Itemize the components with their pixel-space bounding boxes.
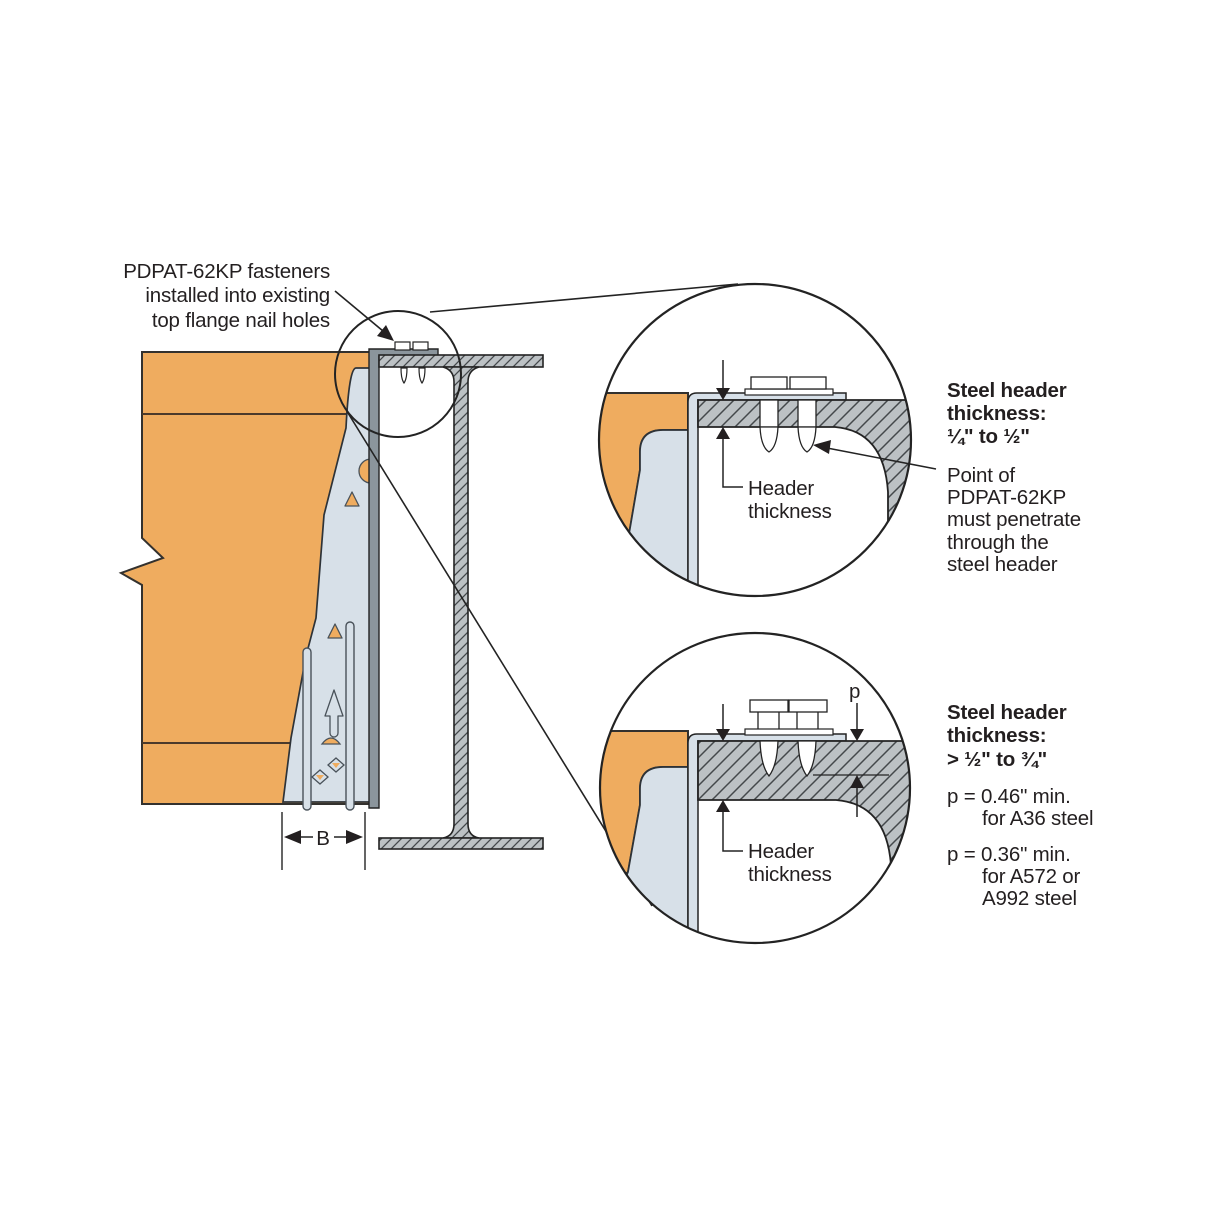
dimension-arrowhead-right (346, 830, 363, 844)
fastener-point (400, 367, 408, 385)
detail-circle-top: Header thickness (597, 282, 937, 598)
detail-fastener-washer (744, 728, 834, 736)
annotation-leader-line (334, 290, 384, 332)
caption-heading: thickness: (947, 402, 1046, 425)
fastener-head (412, 341, 429, 351)
detail-circle-outline (598, 631, 912, 945)
header-thickness-label: Header (748, 840, 814, 863)
detail-circle-bottom: Header thickness p (598, 631, 912, 945)
hanger-arrow-emboss (324, 689, 344, 738)
detail-fastener-shank (796, 710, 819, 731)
hanger-slot-left (302, 647, 312, 811)
caption-note: PDPAT-62KP (947, 486, 1066, 509)
caption-heading: thickness: (947, 724, 1046, 747)
point-leader-arrowhead (813, 440, 831, 454)
detail-fastener-point (797, 426, 817, 453)
detail-circle-outline (597, 282, 913, 598)
dim-leader-l (722, 812, 743, 852)
hanger-nailhead-2-mark (332, 763, 340, 768)
detail-fastener-shank (757, 710, 780, 731)
caption-note: Point of (947, 464, 1015, 487)
annotation-line: top flange nail holes (152, 309, 330, 332)
caption-spec: p = 0.36" min. (947, 843, 1071, 866)
hanger-nailhead-1-mark (316, 775, 324, 780)
annotation-line: PDPAT-62KP fasteners (123, 260, 330, 283)
dim-arrowhead-down (716, 388, 730, 400)
steel-beam-web (442, 366, 480, 839)
hanger-slot-right (345, 621, 355, 811)
p-dimension-label: p (849, 680, 860, 703)
annotation-fastener-note: PDPAT-62KP fasteners installed into exis… (123, 260, 330, 332)
p-arrowhead-down (850, 729, 864, 741)
header-thickness-label: thickness (748, 500, 832, 523)
detail-fastener-shank (797, 399, 817, 428)
point-leader-line (826, 447, 937, 470)
detail-fastener-shank (759, 399, 779, 428)
hanger-triangle-hole-1 (344, 491, 360, 507)
hanger-top-flange-plate (368, 348, 439, 809)
caption-heading: Steel header (947, 701, 1067, 724)
caption-spec: p = 0.46" min. (947, 785, 1071, 808)
detail-fastener-point (759, 426, 779, 453)
dim-leader-l (722, 439, 743, 488)
dim-arrowhead-down (716, 729, 730, 741)
detail-fastener-washer (744, 388, 834, 396)
dimension-b-label: B (316, 827, 329, 850)
magnify-line-bottom (347, 412, 653, 907)
hanger-dome-emboss (320, 737, 342, 745)
caption-note: must penetrate (947, 508, 1081, 531)
hanger-triangle-hole-2 (327, 623, 343, 639)
caption-note: through the (947, 531, 1049, 554)
header-thickness-label: Header (748, 477, 814, 500)
dim-arrowhead-up (716, 427, 730, 439)
main-elevation-diagram: B (118, 283, 739, 907)
caption-heading: ¼" to ½" (947, 425, 1030, 448)
caption-spec: for A36 steel (982, 807, 1093, 830)
fastener-point (418, 367, 426, 385)
detail-fastener-point (759, 740, 779, 778)
caption-bottom: Steel header thickness: > ½" to ¾" p = 0… (947, 701, 1094, 910)
steel-beam-bottom-flange (378, 837, 544, 850)
magnify-line-top (429, 283, 739, 313)
caption-heading: > ½" to ¾" (947, 748, 1047, 771)
caption-spec: for A572 or (982, 865, 1080, 888)
header-thickness-label: thickness (748, 863, 832, 886)
caption-heading: Steel header (947, 379, 1067, 402)
caption-spec: A992 steel (982, 887, 1077, 910)
annotation-arrowhead (377, 325, 394, 341)
dim-arrowhead-up (716, 800, 730, 812)
caption-top: Steel header thickness: ¼" to ½" Point o… (947, 379, 1081, 576)
detail-fastener-head (750, 376, 788, 390)
detail-fastener-head (749, 699, 789, 713)
caption-note: steel header (947, 553, 1058, 576)
detail-fastener-head (789, 376, 827, 390)
p-arrowhead-up (850, 775, 864, 788)
detail-fastener-head (788, 699, 828, 713)
fastener-head (394, 341, 411, 351)
dimension-arrowhead-left (284, 830, 301, 844)
detail-fastener-point (797, 740, 817, 778)
callout-circle (334, 310, 462, 438)
annotation-line: installed into existing (145, 284, 330, 307)
